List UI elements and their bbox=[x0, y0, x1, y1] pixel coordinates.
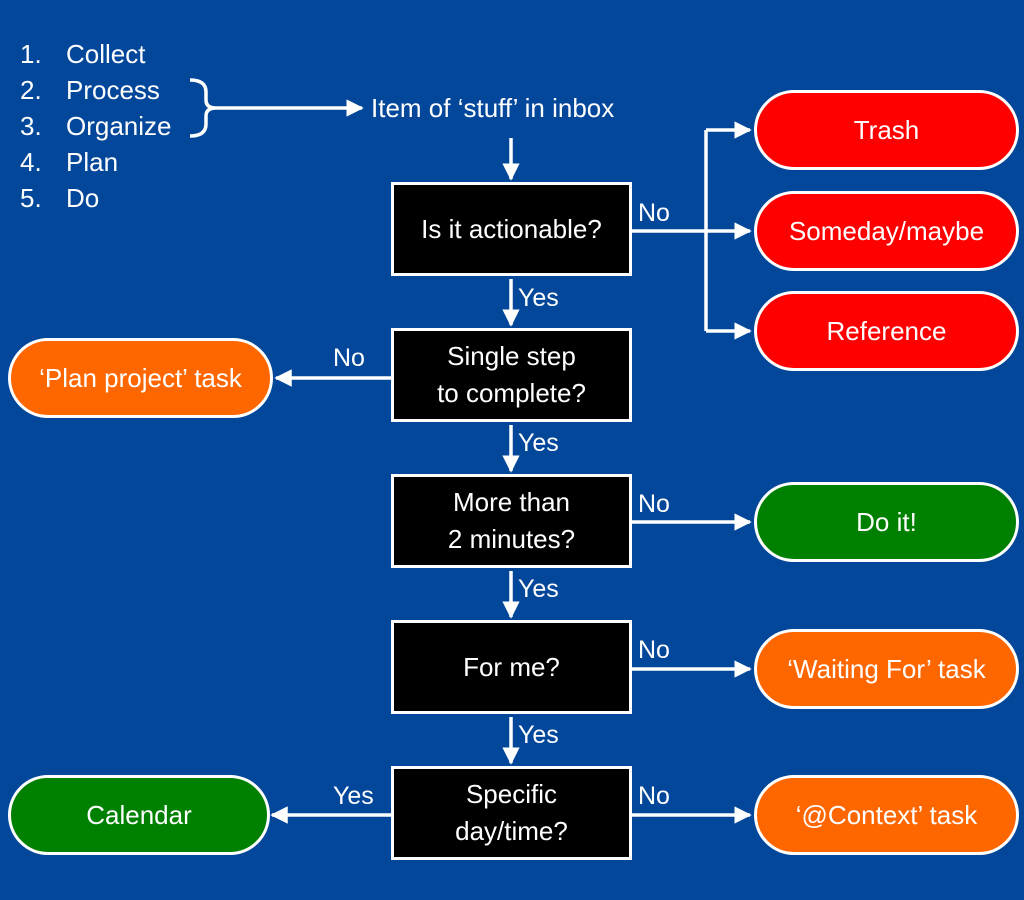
outcome-someday-maybe: Someday/maybe bbox=[754, 191, 1019, 271]
step-organize: 3.Organize bbox=[20, 111, 172, 141]
outcome-trash: Trash bbox=[754, 90, 1019, 170]
label-actionable-no: No bbox=[638, 199, 670, 227]
label-two-minutes-no: No bbox=[638, 490, 670, 518]
decision-for-me: For me? bbox=[391, 620, 632, 714]
decision-specific-day: Specific day/time? bbox=[391, 766, 632, 860]
step-collect: 1.Collect bbox=[20, 39, 146, 69]
outcome-calendar: Calendar bbox=[8, 775, 270, 855]
label-two-minutes-yes: Yes bbox=[518, 575, 559, 603]
outcome-do-it: Do it! bbox=[754, 482, 1019, 562]
decision-two-minutes: More than 2 minutes? bbox=[391, 474, 632, 568]
decision-single-step: Single step to complete? bbox=[391, 328, 632, 422]
label-for-me-yes: Yes bbox=[518, 721, 559, 749]
step-do: 5.Do bbox=[20, 183, 100, 213]
outcome-reference: Reference bbox=[754, 291, 1019, 371]
outcome-context-task: ‘@Context’ task bbox=[754, 775, 1019, 855]
outcome-plan-project-task: ‘Plan project’ task bbox=[8, 338, 273, 418]
label-specific-day-yes: Yes bbox=[333, 782, 374, 810]
label-actionable-yes: Yes bbox=[518, 284, 559, 312]
process-organize-brace bbox=[189, 78, 217, 138]
outcome-waiting-for-task: ‘Waiting For’ task bbox=[754, 629, 1019, 709]
label-single-step-no: No bbox=[333, 344, 365, 372]
label-single-step-yes: Yes bbox=[518, 429, 559, 457]
inbox-item-label: Item of ‘stuff’ in inbox bbox=[371, 93, 615, 123]
step-process: 2.Process bbox=[20, 75, 160, 105]
gtd-steps-list: 1.Collect 2.Process 3.Organize 4.Plan 5.… bbox=[20, 36, 172, 216]
label-for-me-no: No bbox=[638, 636, 670, 664]
step-plan: 4.Plan bbox=[20, 147, 119, 177]
label-specific-day-no: No bbox=[638, 782, 670, 810]
decision-actionable: Is it actionable? bbox=[391, 182, 632, 276]
